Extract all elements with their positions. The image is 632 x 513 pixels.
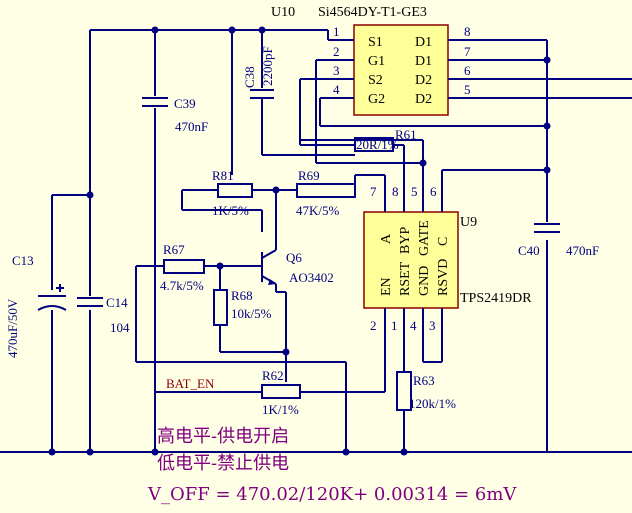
q6-transistor[interactable] [261, 249, 286, 293]
r61-resistor[interactable] [354, 137, 394, 152]
u9-col-rset: RSET BYP [398, 227, 413, 296]
bat-en-label: BAT_EN [166, 376, 215, 391]
u9-pin-4: 4 [410, 318, 417, 333]
r63-resistor[interactable] [396, 371, 412, 411]
note-low-level: 低电平-禁止供电 [157, 453, 289, 474]
r69-ref: R69 [298, 168, 320, 183]
left-rails [0, 30, 632, 453]
u9-pin-6: 6 [430, 184, 437, 199]
r61-value: 20R/1% [356, 137, 399, 152]
c14-ref: C14 [106, 295, 128, 310]
u9-pin-7: 7 [370, 184, 377, 199]
c40-value: 470nF [566, 243, 599, 258]
q6-base-nets [135, 265, 347, 452]
u10-name-g2: G2 [368, 92, 385, 107]
u10-pin-3: 3 [333, 63, 340, 78]
svg-text:A: A [379, 233, 394, 244]
u10-ref: U10 [271, 5, 295, 20]
u10-name-g1: G1 [368, 54, 385, 69]
svg-text:C: C [436, 237, 451, 246]
r68-resistor[interactable] [213, 289, 228, 326]
c38-value: 2200pF [260, 46, 275, 86]
c40-ref: C40 [518, 243, 540, 258]
c38-capacitor[interactable] [250, 30, 355, 156]
q6-value: AO3402 [289, 270, 334, 285]
r68-value: 10k/5% [231, 306, 272, 321]
r69-resistor[interactable] [296, 183, 356, 198]
source-gate-nets [90, 29, 547, 190]
note-voff-formula: V_OFF = 470.02/120K+ 0.00314 = 6mV [147, 484, 517, 505]
u10-chip[interactable] [328, 24, 470, 116]
u10-name-s1: S1 [368, 35, 383, 50]
u10-name-d1b: D1 [415, 54, 432, 69]
svg-text:470uF/50V: 470uF/50V [5, 298, 20, 358]
u10-pin-6: 6 [464, 63, 471, 78]
u10-pin-1: 1 [333, 24, 340, 39]
u10-pin-7: 7 [464, 44, 471, 59]
bat-en-nets [155, 334, 386, 393]
u10-part: Si4564DY-T1-GE3 [318, 5, 427, 20]
c39-capacitor[interactable] [142, 97, 168, 107]
c14-capacitor[interactable] [77, 297, 103, 307]
r81-resistor[interactable] [217, 183, 253, 198]
r63-ref: R63 [413, 373, 435, 388]
r81-r69-nets [181, 189, 297, 250]
u10-pin-4: 4 [333, 82, 340, 97]
c39-ref: C39 [174, 96, 196, 111]
u10-pin-5: 5 [464, 82, 471, 97]
c13-value: 470uF/50V [5, 298, 20, 358]
note-high-level: 高电平-供电开启 [157, 426, 289, 447]
u10-pin-2: 2 [333, 44, 340, 59]
u10-pin-8: 8 [464, 24, 471, 39]
r67-ref: R67 [163, 242, 185, 257]
r62-value: 1K/1% [262, 402, 299, 417]
u9-pin-2: 2 [370, 318, 377, 333]
svg-text:BYP: BYP [398, 227, 413, 254]
c14-value: 104 [110, 320, 130, 335]
svg-text:EN: EN [379, 277, 394, 296]
u10-name-d2b: D2 [415, 92, 432, 107]
svg-text:2200pF: 2200pF [260, 46, 275, 86]
u9-pin-1: 1 [391, 318, 398, 333]
u9-part: TPS2419DR [460, 291, 532, 306]
u9-pin-3: 3 [429, 318, 436, 333]
u9-pin-8: 8 [392, 184, 399, 199]
svg-text:RSET: RSET [398, 261, 413, 296]
c39-value: 470nF [175, 119, 208, 134]
u9-col-en: EN A [379, 233, 394, 296]
r68-ref: R68 [231, 288, 253, 303]
r67-value: 4.7k/5% [160, 278, 204, 293]
u9-pin-5: 5 [411, 184, 418, 199]
u9-col-rsvd: RSVD C [436, 237, 451, 296]
r63-value: 120k/1% [409, 396, 456, 411]
r61-ref: R61 [395, 127, 417, 142]
c38-ref: C38 [242, 66, 257, 88]
drain-nets [470, 39, 632, 452]
u9-chip[interactable] [363, 190, 459, 334]
c13-capacitor[interactable] [37, 284, 67, 311]
u10-name-d1a: D1 [415, 35, 432, 50]
r81-value: 1K/5% [212, 203, 249, 218]
r62-ref: R62 [262, 368, 284, 383]
q6-ref: Q6 [286, 250, 302, 265]
u10-name-d2a: D2 [415, 73, 432, 88]
r62-resistor[interactable] [261, 384, 301, 399]
r67-resistor[interactable] [163, 259, 205, 274]
svg-text:GATE: GATE [417, 220, 432, 256]
svg-text:GND: GND [417, 266, 432, 296]
c40-capacitor[interactable] [534, 223, 560, 233]
r81-ref: R81 [212, 168, 234, 183]
u10-name-s2: S2 [368, 73, 383, 88]
r69-value: 47K/5% [296, 203, 340, 218]
u9-bottom-nets [403, 334, 443, 452]
u9-ref: U9 [460, 215, 477, 230]
u9-col-gnd: GND GATE [417, 220, 432, 296]
c13-ref: C13 [12, 253, 34, 268]
svg-text:RSVD: RSVD [436, 259, 451, 296]
svg-text:C38: C38 [242, 66, 257, 88]
